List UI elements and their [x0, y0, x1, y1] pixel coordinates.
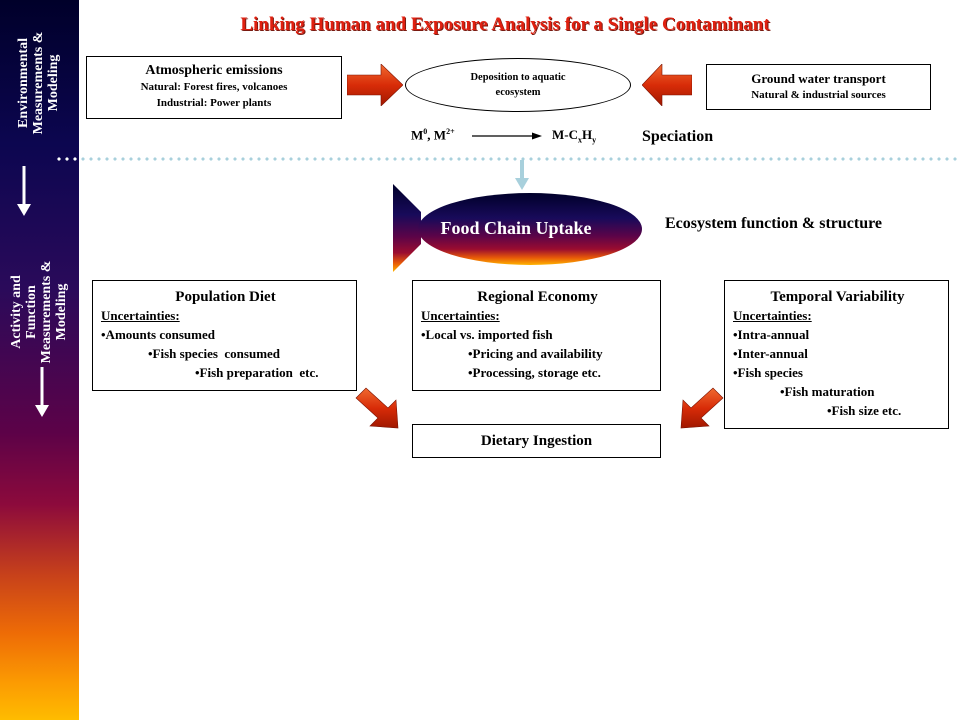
list-item: •Fish species: [733, 365, 803, 380]
list-item: •Local vs. imported fish: [421, 327, 553, 342]
sidebar-label-activity: Activity and Function Measurements & Mod…: [9, 247, 69, 377]
list-item: •Fish species consumed: [148, 346, 281, 361]
food-chain-label: Food Chain Uptake: [440, 218, 592, 238]
section-divider-sidebar: [55, 157, 79, 161]
sidebar-label-line: Activity and: [9, 275, 24, 349]
diagonal-arrow-down-left-icon: [680, 387, 724, 429]
atmospheric-heading: Atmospheric emissions: [145, 63, 283, 78]
sidebar-gradient: Environmental Measurements & Modeling Ac…: [0, 0, 79, 720]
deposition-line: Deposition to aquatic: [470, 72, 566, 83]
atmospheric-natural: Natural: Forest fires, volcanoes: [140, 81, 288, 93]
reaction-arrow-icon: [472, 132, 542, 140]
down-arrow-icon: [35, 367, 49, 417]
left-arrow-icon: [642, 64, 692, 106]
uncertainties-label: Uncertainties:: [733, 308, 812, 323]
sub: x: [578, 135, 582, 145]
groundwater-heading: Ground water transport: [751, 71, 886, 86]
sidebar-label-line: Function: [24, 285, 39, 339]
list-item: •Intra-annual: [733, 327, 810, 342]
sub: y: [592, 135, 597, 145]
reactant-m: M: [411, 127, 424, 143]
down-arrow-icon: [17, 166, 31, 216]
deposition-ellipse: Deposition to aquatic ecosystem: [405, 58, 631, 112]
temporal-variability-heading: Temporal Variability: [770, 289, 905, 305]
sup: 0: [423, 127, 428, 136]
section-divider: [55, 157, 960, 161]
dietary-ingestion-box: Dietary Ingestion: [412, 424, 661, 458]
sidebar-label-line: Environmental: [16, 38, 31, 128]
down-arrow-icon: [515, 160, 529, 190]
regional-economy-box: Regional Economy Uncertainties: •Local v…: [412, 280, 661, 391]
list-item: •Amounts consumed: [101, 327, 215, 342]
product-prefix: M-C: [552, 127, 578, 142]
list-item: •Fish size etc.: [827, 403, 902, 418]
sidebar-label-environmental: Environmental Measurements & Modeling: [16, 18, 62, 148]
atmospheric-industrial: Industrial: Power plants: [156, 97, 272, 109]
groundwater-box: Ground water transport Natural & industr…: [706, 64, 931, 110]
sep: ,: [427, 127, 434, 143]
list-item: •Fish preparation etc.: [195, 365, 319, 380]
speciation-reactants: M0, M2+: [411, 127, 455, 143]
ecosystem-label: Ecosystem function & structure: [665, 215, 883, 232]
sidebar-label-line: Modeling: [46, 54, 61, 112]
population-diet-heading: Population Diet: [175, 289, 276, 305]
groundwater-sources: Natural & industrial sources: [751, 89, 886, 101]
sidebar-label-line: Modeling: [54, 283, 69, 341]
reactant-m2: M: [433, 127, 447, 143]
product-h: H: [582, 127, 593, 142]
speciation-product: M-CxHy: [552, 127, 596, 145]
regional-economy-heading: Regional Economy: [477, 289, 598, 305]
population-diet-box: Population Diet Uncertainties: •Amounts …: [92, 280, 357, 391]
temporal-variability-box: Temporal Variability Uncertainties: •Int…: [724, 280, 949, 429]
right-arrow-icon: [347, 64, 403, 106]
sidebar-label-line: Measurements &: [31, 31, 46, 135]
deposition-line: ecosystem: [495, 87, 541, 98]
atmospheric-emissions-box: Atmospheric emissions Natural: Forest fi…: [86, 56, 342, 119]
uncertainties-label: Uncertainties:: [101, 308, 180, 323]
page-title: Linking Human and Exposure Analysis for …: [240, 14, 770, 35]
list-item: •Processing, storage etc.: [468, 365, 601, 380]
list-item: •Fish maturation: [780, 384, 875, 399]
list-item: •Pricing and availability: [468, 346, 603, 361]
sidebar-label-line: Measurements &: [39, 260, 54, 364]
uncertainties-label: Uncertainties:: [421, 308, 500, 323]
sup: 2+: [446, 127, 455, 136]
speciation-label: Speciation: [642, 128, 714, 145]
dietary-ingestion-label: Dietary Ingestion: [480, 433, 593, 449]
diagonal-arrow-down-right-icon: [355, 387, 399, 429]
fish-shape: [393, 184, 642, 272]
list-item: •Inter-annual: [733, 346, 808, 361]
